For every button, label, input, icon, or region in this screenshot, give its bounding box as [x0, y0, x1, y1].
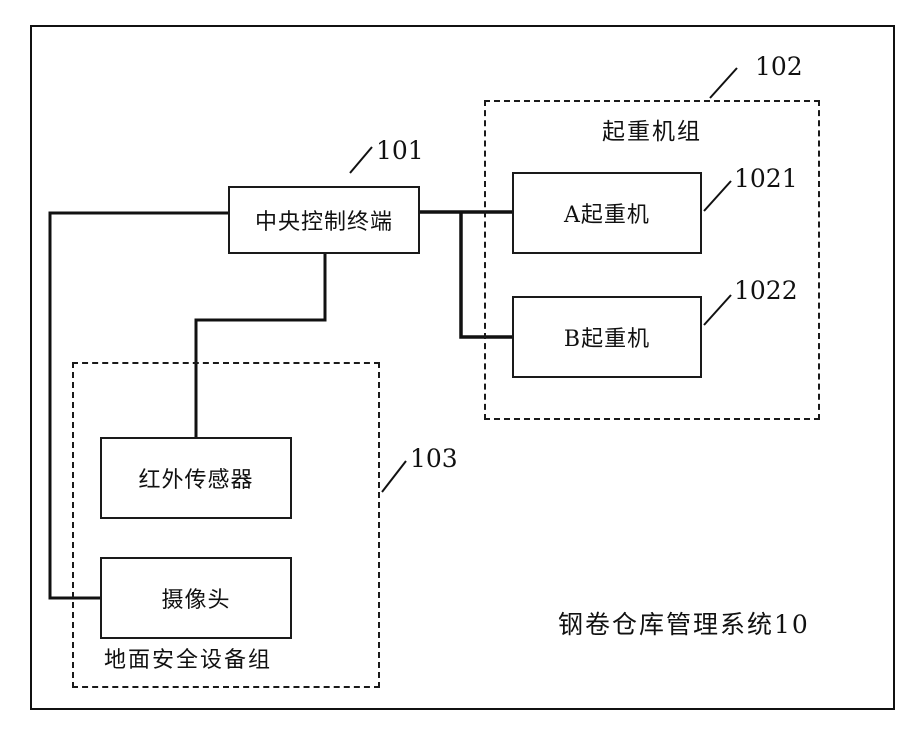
system-caption: 钢卷仓库管理系统10 [558, 610, 810, 639]
ref-label-102: 102 [755, 52, 803, 81]
central-control-terminal-label: 中央控制终端 [254, 210, 393, 235]
crane-a-label: A起重机 [564, 203, 650, 228]
crane-a-box: A起重机 [512, 172, 702, 254]
crane-group-label: 起重机组 [602, 119, 702, 145]
crane-b-label: B起重机 [563, 327, 651, 352]
camera-label: 摄像头 [161, 588, 231, 613]
ref-label-103: 103 [410, 444, 458, 473]
ref-label-101: 101 [376, 136, 424, 165]
infrared-sensor-box: 红外传感器 [100, 437, 292, 519]
crane-group-box: 起重机组 [484, 100, 820, 420]
camera-box: 摄像头 [100, 557, 292, 639]
ref-label-1021: 1021 [734, 164, 798, 193]
ground-safety-group-box: 地面安全设备组 [72, 362, 380, 688]
ref-label-1022: 1022 [734, 276, 798, 305]
diagram-border [30, 25, 895, 710]
central-control-terminal-box: 中央控制终端 [228, 186, 420, 254]
crane-b-box: B起重机 [512, 296, 702, 378]
infrared-sensor-label: 红外传感器 [138, 468, 254, 493]
ground-safety-group-label: 地面安全设备组 [104, 648, 273, 673]
